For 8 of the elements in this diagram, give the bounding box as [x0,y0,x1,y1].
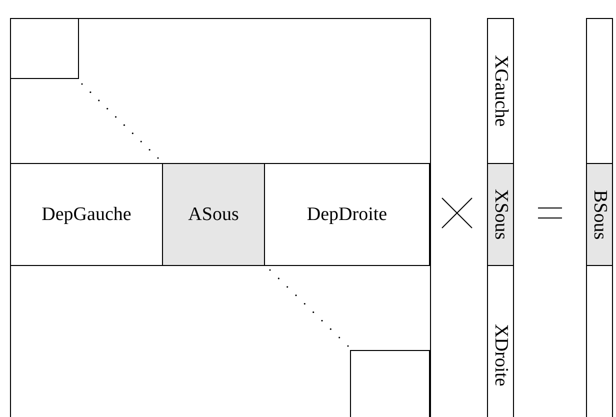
matrix-block [10,18,431,417]
matrix-cell: DepDroite [264,163,430,266]
corner-block [10,18,79,79]
vector-cell: XSous [487,163,514,266]
matrix-cell: ASous [162,163,265,266]
corner-block [350,350,430,417]
vector-cell: BSous [586,163,613,266]
vector-block [586,18,613,417]
